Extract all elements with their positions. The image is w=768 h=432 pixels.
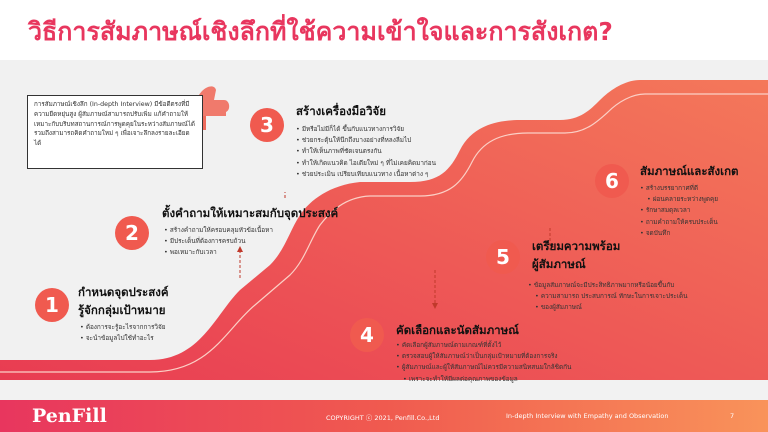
step-1-bullet: ต้องการจะรู้อะไรจากการวิจัย (80, 322, 166, 333)
step-4-bullets: คัดเลือกผู้สัมภาษณ์ตามเกณฑ์ที่ตั้งไว้ ตร… (396, 340, 572, 385)
step-5-bullet: ข้อมูลสัมภาษณ์จะมีประสิทธิภาพมากหรือน้อย… (528, 280, 688, 291)
step-1-bullet: จะนำข้อมูลไปใช้ทำอะไร (80, 333, 166, 344)
step-2-title-line-1: ตั้งคำถามให้เหมาะสมกับจุดประสงค์ (162, 206, 339, 220)
step-5-number: 5 (486, 240, 520, 274)
step-2-bullets: สร้างคำถามให้ครอบคลุมหัวข้อเนื้อหา มีประ… (164, 225, 273, 259)
step-2-bullet: สร้างคำถามให้ครอบคลุมหัวข้อเนื้อหา (164, 225, 273, 236)
footer-title: In-depth Interview with Empathy and Obse… (506, 412, 669, 420)
step-3-bullet: ทำให้เห็นภาพที่ชัดเจนตรงกัน (296, 146, 436, 157)
step-6-bullet: สร้างบรรยากาศที่ดี (640, 183, 718, 194)
arrow-head-down-1 (432, 303, 438, 309)
step-4-bullet: ตรวจสอบผู้ให้สัมภาษณ์ว่าเป็นกลุ่มเป้าหมา… (396, 351, 571, 362)
page-title: วิธีการสัมภาษณ์เชิงลึกที่ใช้ความเข้าใจแล… (28, 17, 613, 46)
step-6-number: 6 (595, 164, 629, 198)
step-5-title-line-1: เตรียมความพร้อม (532, 239, 621, 253)
step-6-bullet: จดบันทึก (640, 228, 718, 239)
step-3-bullet: ช่วยประเมิน เปรียบเทียบแนวทาง เนื้อหาต่า… (296, 169, 436, 180)
step-3-title-line-1: สร้างเครื่องมือวิจัย (296, 104, 387, 118)
step-3-title: สร้างเครื่องมือวิจัย (296, 103, 386, 121)
step-2-number: 2 (115, 216, 149, 250)
step-6-title: สัมภาษณ์และสังเกต (640, 163, 739, 181)
step-3-bullet: มีหรือไม่มีก็ได้ ขึ้นกับแนวทางการวิจัย (296, 124, 436, 135)
step-3-number: 3 (250, 108, 284, 142)
step-4-bullet: เพราะจะทำให้มีผลต่อคุณภาพของข้อมูล (396, 374, 571, 385)
brand-logo: PenFill (32, 405, 107, 427)
step-4-bullet: ผู้สัมภาษณ์และผู้ให้สัมภาษณ์ไม่ควรมีความ… (396, 362, 572, 373)
copyright-text: COPYRIGHT ⓒ 2021, Penfill.Co.,Ltd (326, 414, 440, 422)
step-2-title: ตั้งคำถามให้เหมาะสมกับจุดประสงค์ (162, 205, 338, 223)
step-1-title-line-2: รู้จักกลุ่มเป้าหมาย (78, 302, 166, 317)
step-4-number: 4 (350, 318, 384, 352)
step-3-bullet: ทำให้เกิดแนวคิด ไอเดียใหม่ ๆ ที่ไม่เคยคิ… (296, 158, 436, 169)
step-5-bullet: ความสามารถ ประสบการณ์ ทักษะในการเจาะประเ… (528, 291, 688, 302)
step-3-bullets: มีหรือไม่มีก็ได้ ขึ้นกับแนวทางการวิจัย ช… (296, 124, 436, 180)
step-2-bullet: มีประเด็นที่ต้องการครบถ้วน (164, 236, 273, 247)
arrow-head-up-1 (237, 246, 243, 252)
step-1-number: 1 (35, 288, 69, 322)
step-1-title-line-1: กำหนดจุดประสงค์ (78, 285, 169, 299)
step-1-bullets: ต้องการจะรู้อะไรจากการวิจัย จะนำข้อมูลไป… (80, 322, 166, 344)
step-6-bullet: รักษาสมดุลเวลา (640, 205, 718, 216)
step-5-bullet: ของผู้สัมภาษณ์ (528, 302, 688, 313)
step-3-bullet: ช่วยกระตุ้นให้นึกถึงบางอย่างที่หลงลืมไป (296, 135, 436, 146)
step-1-title: กำหนดจุดประสงค์ รู้จักกลุ่มเป้าหมาย (78, 284, 169, 320)
footer-bar (0, 400, 768, 432)
page-number: 7 (730, 412, 735, 420)
step-6-bullet: ผ่อนคลายระหว่างพูดคุย (640, 194, 718, 205)
step-2-bullet: พอเหมาะกับเวลา (164, 247, 273, 258)
step-4-title: คัดเลือกและนัดสัมภาษณ์ (396, 322, 519, 340)
staircase-graphic (0, 80, 768, 400)
step-4-title-line-1: คัดเลือกและนัดสัมภาษณ์ (396, 323, 519, 337)
step-6-bullets: สร้างบรรยากาศที่ดี ผ่อนคลายระหว่างพูดคุย… (640, 183, 718, 239)
step-5-title-line-2: ผู้สัมภาษณ์ (532, 256, 586, 271)
step-4-bullet: คัดเลือกผู้สัมภาษณ์ตามเกณฑ์ที่ตั้งไว้ (396, 340, 571, 351)
step-5-title: เตรียมความพร้อม ผู้สัมภาษณ์ (532, 238, 620, 274)
step-6-title-line-1: สัมภาษณ์และสังเกต (640, 164, 739, 178)
intro-textbox: การสัมภาษณ์เชิงลึก (In-depth Interview) … (27, 95, 203, 169)
step-5-bullets: ข้อมูลสัมภาษณ์จะมีประสิทธิภาพมากหรือน้อย… (528, 280, 688, 314)
step-6-bullet: ถามคำถามให้ครบประเด็น (640, 217, 718, 228)
